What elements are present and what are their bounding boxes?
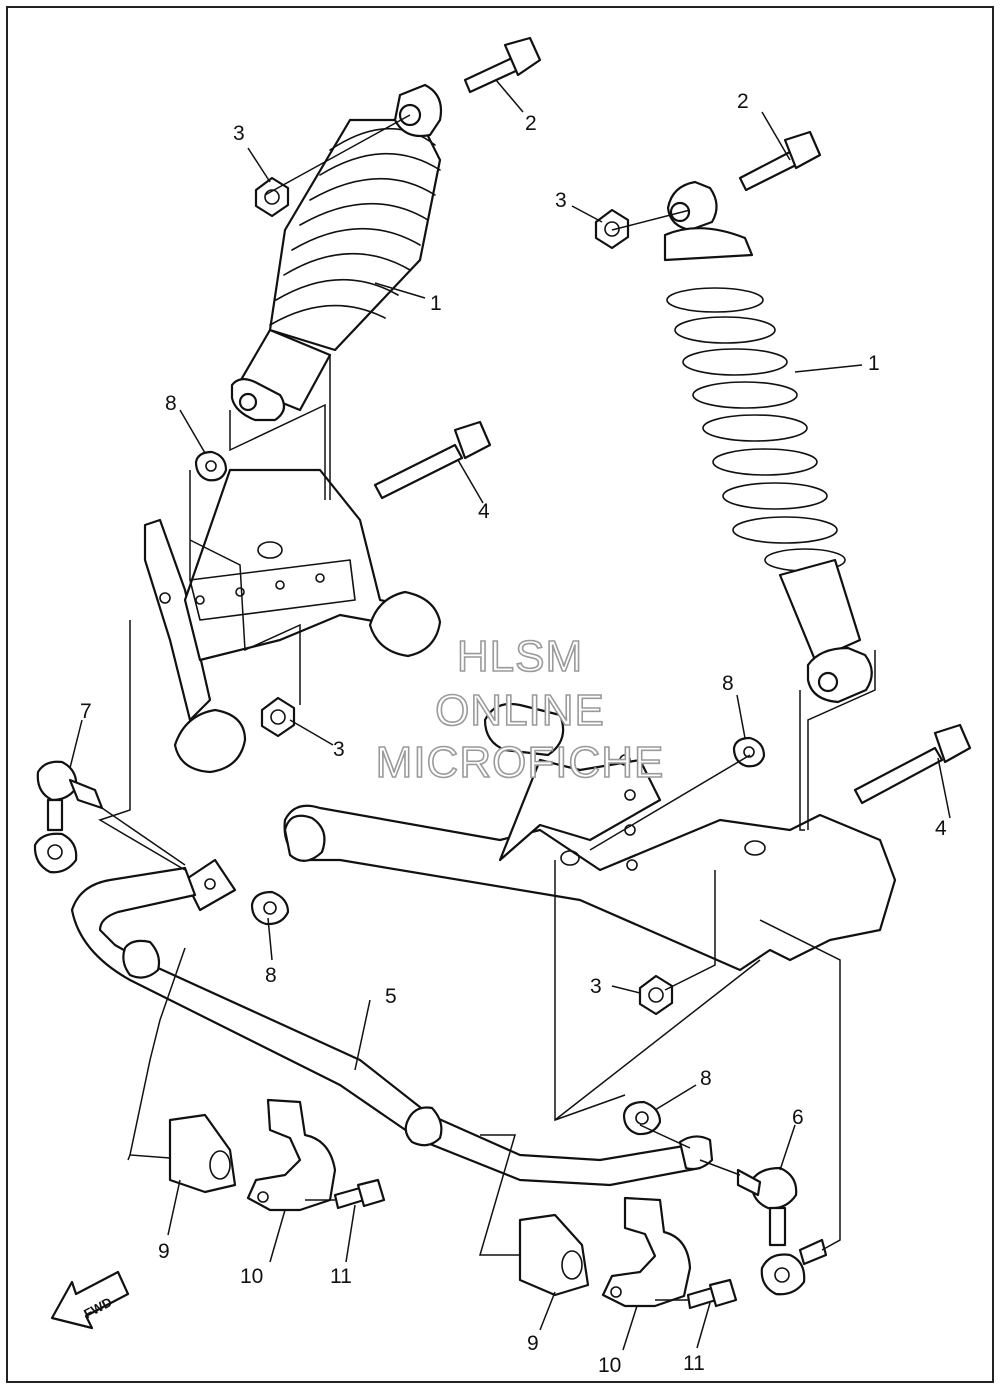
callout-9-left: 9 xyxy=(158,1240,170,1263)
watermark-line-1: HLSM xyxy=(456,631,584,682)
callout-4-right: 4 xyxy=(935,817,947,840)
small-bolt-11-left xyxy=(333,1178,386,1210)
nut-3-lower-right xyxy=(638,974,674,1016)
callout-3-lower: 3 xyxy=(590,975,602,998)
callout-numbers: 2 2 3 3 1 1 8 4 8 7 3 4 8 3 5 8 6 9 10 1… xyxy=(80,90,947,1377)
leader-lines xyxy=(69,79,951,1351)
callout-6: 6 xyxy=(792,1106,804,1129)
callout-10-left: 10 xyxy=(240,1265,263,1288)
left-shock-absorber xyxy=(230,83,443,422)
clamp-10-left xyxy=(246,1098,337,1212)
flange-nut-8-upper-left xyxy=(194,450,228,482)
upper-a-arm xyxy=(143,468,442,774)
callout-7: 7 xyxy=(80,700,92,723)
callout-9-right: 9 xyxy=(527,1332,539,1355)
nut-3-mid-left xyxy=(260,696,296,738)
lower-a-arm xyxy=(283,702,897,972)
callout-10-right: 10 xyxy=(598,1354,621,1377)
upper-bolt-right xyxy=(738,130,822,192)
nut-3-top-right xyxy=(594,208,630,250)
callout-2-left: 2 xyxy=(525,112,537,135)
callout-3-mid: 3 xyxy=(333,738,345,761)
callout-11-left: 11 xyxy=(330,1265,352,1288)
callout-1-left: 1 xyxy=(430,292,442,315)
callout-8-right: 8 xyxy=(722,672,734,695)
callout-1-right: 1 xyxy=(868,352,880,375)
long-bolt-left xyxy=(373,420,492,500)
link-rod-left xyxy=(33,760,104,874)
long-bolt-right xyxy=(853,723,972,805)
callout-3-top-right: 3 xyxy=(555,189,567,212)
flange-nut-8-mid xyxy=(250,890,290,926)
watermark-line-3: MICROFICHE xyxy=(375,737,665,788)
assembly-lines xyxy=(98,114,876,1301)
callout-11-right: 11 xyxy=(683,1352,705,1375)
callout-8-lower: 8 xyxy=(700,1067,712,1090)
callout-5: 5 xyxy=(385,985,397,1008)
bushing-9-right xyxy=(518,1213,590,1297)
diagram-frame xyxy=(6,6,994,1383)
callout-8-mid: 8 xyxy=(265,964,277,987)
small-bolt-11-right xyxy=(686,1278,738,1310)
right-shock-absorber xyxy=(663,180,873,704)
nut-3-top-left xyxy=(254,176,290,218)
callout-4-left: 4 xyxy=(478,500,490,523)
callout-2-right: 2 xyxy=(737,90,749,113)
stabilizer-bar xyxy=(70,858,714,1187)
flange-nut-8-lower xyxy=(622,1100,662,1136)
clamp-10-right xyxy=(601,1196,692,1308)
fwd-arrow: FWD xyxy=(50,1270,130,1330)
link-rod-right xyxy=(736,1166,828,1296)
callout-8-upper-left: 8 xyxy=(165,392,177,415)
callout-3-top-left: 3 xyxy=(233,122,245,145)
bushing-9-left xyxy=(168,1113,237,1194)
upper-bolt-left xyxy=(463,36,542,94)
watermark-line-2: ONLINE xyxy=(434,685,605,736)
